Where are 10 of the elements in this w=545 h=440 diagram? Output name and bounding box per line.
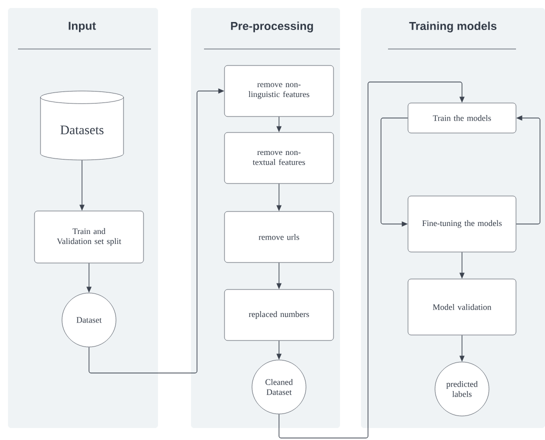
process-box: Train and Validation set split bbox=[34, 210, 144, 264]
process-box: remove non-textual features bbox=[224, 132, 334, 184]
database-cylinder: Datasets bbox=[40, 90, 124, 160]
arrow bbox=[278, 82, 465, 438]
process-box: Train the models bbox=[408, 102, 516, 134]
process-box: remove non-linguistic features bbox=[224, 65, 334, 117]
process-box: remove urls bbox=[224, 211, 334, 263]
process-box: replaced numbers bbox=[224, 289, 334, 341]
process-box: Fine-tuning the models bbox=[408, 196, 516, 252]
process-box: Model validation bbox=[408, 278, 516, 336]
